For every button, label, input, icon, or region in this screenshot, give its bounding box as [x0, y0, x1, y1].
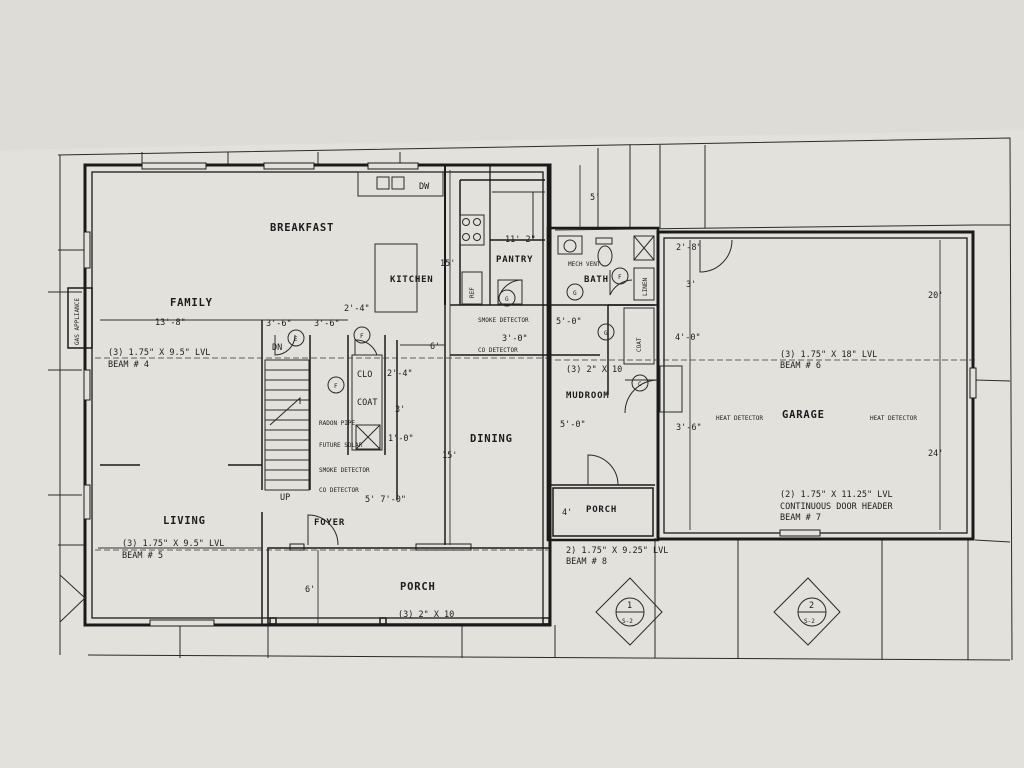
- section-marker-partial: [59, 574, 86, 623]
- dim-4-front: 4': [562, 508, 572, 518]
- door-tag: G: [505, 296, 509, 303]
- room-garage: GARAGE: [782, 409, 825, 421]
- dim-5: 5': [590, 193, 600, 203]
- dim-5-0b: 5'-0": [560, 420, 586, 430]
- kitchen-fixtures: [357, 171, 545, 313]
- dim-13-8: 13'-8": [155, 318, 186, 328]
- gas-appliance: [67, 287, 93, 349]
- beam7-desc: CONTINUOUS DOOR HEADER: [780, 502, 893, 512]
- dim-3: 3': [395, 405, 405, 415]
- door-tag: F: [334, 383, 338, 390]
- note-future-solar: FUTURE SOLAR: [319, 442, 363, 449]
- label-mech-vent: MECH VENT: [568, 261, 601, 268]
- dimension-lines: [98, 165, 941, 625]
- label-gas-appliance: GAS APPLIANCE: [74, 298, 81, 345]
- dim-3-0: 3'-0": [502, 334, 528, 344]
- dim-11-2: 11'-2": [505, 235, 536, 245]
- beam7-size: (2) 1.75" X 11.25" LVL: [780, 490, 893, 500]
- dim-3b: 3': [686, 280, 696, 290]
- dim-3-6a: 3'-6": [266, 319, 292, 329]
- dim-5-7-0: 5' 7'-0": [365, 495, 406, 505]
- door-tag: E: [294, 336, 298, 343]
- beam5-name: BEAM # 5: [122, 551, 163, 561]
- beam4-name: BEAM # 4: [108, 360, 149, 370]
- beam8-name: BEAM # 8: [566, 557, 607, 567]
- room-breakfast: BREAKFAST: [270, 222, 334, 234]
- section-1-sheet: S-2: [622, 618, 633, 625]
- dim-15b: 15': [442, 451, 457, 461]
- room-foyer: FOYER: [314, 518, 345, 528]
- beam8-size: 2) 1.75" X 9.25" LVL: [566, 546, 668, 556]
- section-marker-1: [595, 577, 663, 646]
- beam5-size: (3) 1.75" X 9.5" LVL: [122, 539, 224, 549]
- dim-2-8: 2'-8": [676, 243, 702, 253]
- dim-3-6b: 3'-6": [314, 319, 340, 329]
- label-coat-mudroom: COAT: [636, 337, 643, 352]
- dim-15a: 15': [440, 259, 455, 269]
- label-linen: LINEN: [642, 278, 649, 296]
- beam-lines: [95, 357, 975, 551]
- note-heat-detector-2: HEAT DETECTOR: [870, 415, 917, 422]
- room-pantry: PANTRY: [496, 255, 533, 265]
- door-tag: F: [360, 333, 364, 340]
- label-clo: CLO: [357, 370, 372, 380]
- dim-24: 24': [928, 449, 943, 459]
- door-tag: G: [604, 330, 608, 337]
- label-ref: REF: [469, 287, 476, 298]
- label-coat-closet: COAT: [357, 398, 377, 408]
- door-tag-circles: [287, 267, 649, 394]
- header-porch: (3) 2" X 10: [398, 610, 454, 620]
- dim-5-0: 5'-0": [556, 317, 582, 327]
- door-tag: F: [618, 274, 622, 281]
- room-porch-side: PORCH: [586, 505, 617, 515]
- dim-2-4: 2'-4": [344, 304, 370, 314]
- stair: [264, 354, 383, 491]
- beam4-size: (3) 1.75" X 9.5" LVL: [108, 348, 210, 358]
- dim-4-0: 4'-0": [675, 333, 701, 343]
- dim-2-4b: 2'-4": [387, 369, 413, 379]
- dim-3-6c: 3'-6": [676, 423, 702, 433]
- door-tag: C: [638, 381, 642, 388]
- label-stair-dn: DN: [272, 343, 282, 353]
- room-bath: BATH: [584, 275, 609, 285]
- room-mudroom: MUDROOM: [566, 391, 610, 401]
- section-marker-2: [773, 577, 841, 646]
- sheet-grid: [48, 137, 1013, 661]
- note-smoke-detector-2: SMOKE DETECTOR: [319, 467, 370, 474]
- dim-1-0: 1'-0": [388, 434, 414, 444]
- bath-fixtures: [557, 235, 683, 413]
- windows: [83, 162, 977, 627]
- section-2-sheet: S-2: [804, 618, 815, 625]
- note-co-detector-1: CO DETECTOR: [478, 347, 518, 354]
- front-porch: [267, 487, 654, 625]
- header-mudroom: (3) 2" X 10: [566, 365, 622, 375]
- room-family: FAMILY: [170, 297, 213, 309]
- section-1-number: 1: [627, 601, 632, 611]
- note-co-detector-2: CO DETECTOR: [319, 487, 359, 494]
- paper-shade: [0, 0, 1024, 150]
- room-porch-front: PORCH: [400, 581, 436, 593]
- room-dining: DINING: [470, 433, 513, 445]
- beam6-name: BEAM # 6: [780, 361, 821, 371]
- room-kitchen: KITCHEN: [390, 275, 434, 285]
- dim-20: 20': [928, 291, 943, 301]
- door-tag: G: [573, 290, 577, 297]
- note-radon-pipe: RADON PIPE: [319, 420, 356, 427]
- dim-6: 6': [430, 342, 440, 352]
- note-heat-detector-1: HEAT DETECTOR: [716, 415, 763, 422]
- note-smoke-detector-1: SMOKE DETECTOR: [478, 317, 529, 324]
- beam7-name: BEAM # 7: [780, 513, 821, 523]
- label-stair-up: UP: [280, 493, 290, 503]
- beam6-size: (3) 1.75" X 18" LVL: [780, 350, 877, 360]
- room-living: LIVING: [163, 515, 206, 527]
- label-dw: DW: [419, 182, 430, 192]
- dim-6-porch: 6': [305, 585, 315, 595]
- door-swings: [274, 239, 733, 546]
- section-2-number: 2: [809, 601, 814, 611]
